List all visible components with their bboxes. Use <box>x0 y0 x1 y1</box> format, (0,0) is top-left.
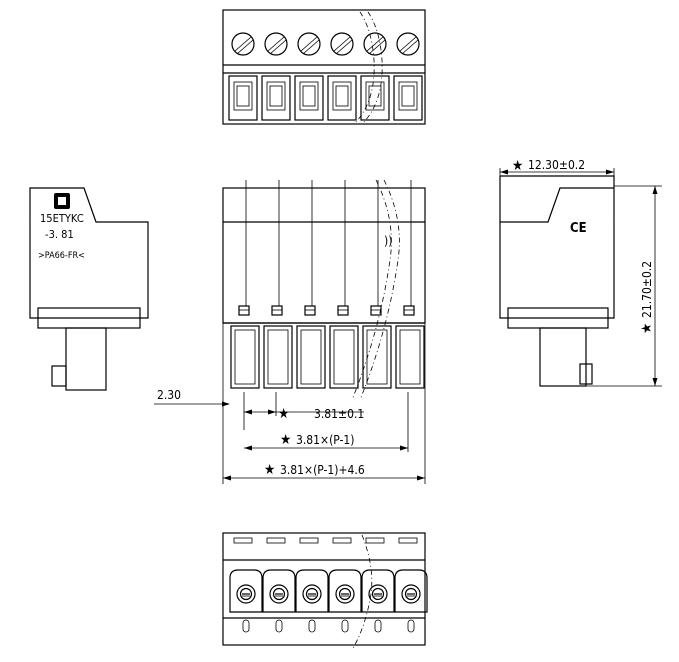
model-label: 15ETYKC <box>40 212 84 225</box>
wire-entry <box>327 75 357 121</box>
bottom-terminal <box>262 537 296 633</box>
bottom-terminal <box>394 537 428 633</box>
wire-entry <box>294 75 324 121</box>
pitch-total-star-icon: ★ <box>280 432 291 448</box>
pitch-star-icon: ★ <box>278 406 289 422</box>
left-side-view: 15ETYKC -3. 81 >PA66-FR< <box>29 187 149 391</box>
pin-slot <box>230 180 260 389</box>
wire-entry <box>360 75 390 121</box>
overall-star-icon: ★ <box>264 462 275 478</box>
width-star-icon: ★ <box>512 158 523 174</box>
wire-entry <box>393 75 423 121</box>
bottom-terminal <box>328 537 362 633</box>
screw-icon <box>396 32 420 56</box>
offset-dimension: 2.30 <box>157 388 181 402</box>
screw-icon <box>330 32 354 56</box>
svg-text:)): )) <box>384 234 392 248</box>
front-pin-row <box>230 180 425 389</box>
pin-slot <box>329 180 359 389</box>
bottom-view <box>222 532 428 651</box>
height-star-icon: ★ <box>639 323 655 334</box>
pitch-label: -3. 81 <box>45 228 74 241</box>
overall-dimension: 3.81×(P-1)+4.6 <box>280 463 365 477</box>
right-side-view: CE ★ 12.30±0.2 21.70±0.2 ★ <box>499 158 662 387</box>
pin-slot <box>296 180 326 389</box>
height-dimension: 21.70±0.2 <box>640 261 654 318</box>
bottom-terminal <box>229 537 263 633</box>
bottom-terminal <box>361 537 395 633</box>
wire-entry <box>261 75 291 121</box>
pitch-dimension: 3.81±0.1 <box>314 407 364 421</box>
front-view: )) <box>222 179 426 401</box>
pin-slot <box>362 180 392 389</box>
material-label: >PA66-FR< <box>38 251 85 261</box>
bottom-terminal <box>295 537 329 633</box>
top-wire-entry-row <box>228 75 423 121</box>
top-view <box>222 9 426 125</box>
screw-icon <box>297 32 321 56</box>
top-screw-row <box>231 32 420 56</box>
front-dimensions: 2.30 ★ 3.81±0.1 ★ 3.81×(P-1) ★ 3.81×(P-1… <box>154 323 426 484</box>
width-dimension: 12.30±0.2 <box>528 158 585 172</box>
screw-icon <box>363 32 387 56</box>
pin-slot <box>263 180 293 389</box>
screw-icon <box>231 32 255 56</box>
ce-mark: CE <box>570 221 587 236</box>
wire-entry <box>228 75 258 121</box>
pitch-total-dimension: 3.81×(P-1) <box>296 433 355 447</box>
bottom-pin-row <box>229 537 428 633</box>
pin-slot <box>395 180 425 389</box>
screw-icon <box>264 32 288 56</box>
